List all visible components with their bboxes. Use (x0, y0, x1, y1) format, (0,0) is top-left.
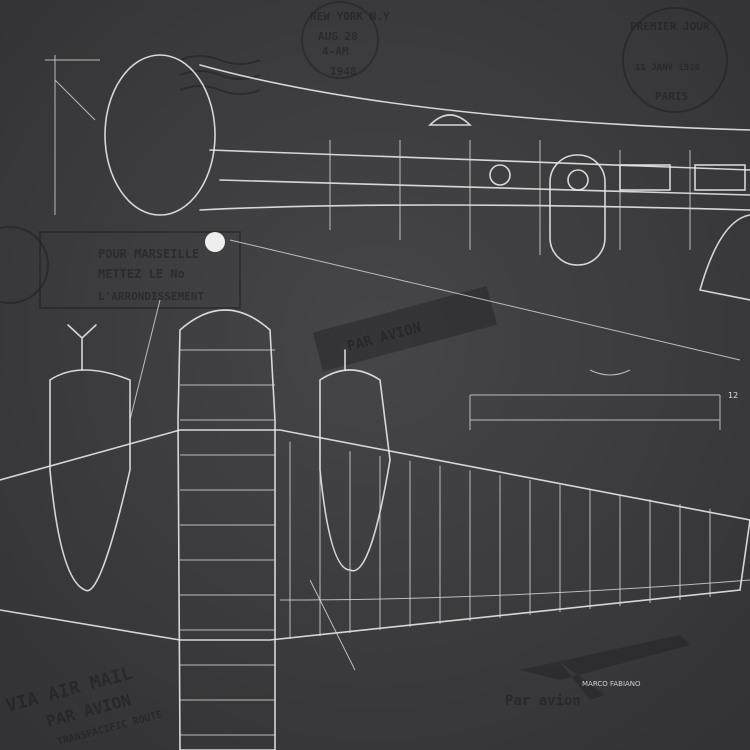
svg-text:PARIS: PARIS (655, 90, 688, 103)
svg-text:L'ARRONDISSEMENT: L'ARRONDISSEMENT (98, 290, 204, 303)
svg-text:Par avion: Par avion (505, 693, 581, 709)
svg-text:METTEZ LE No: METTEZ LE No (98, 267, 185, 281)
svg-text:1948: 1948 (330, 65, 357, 78)
artist-signature: MARCO FABIANO (582, 680, 641, 688)
svg-text:POUR MARSEILLE: POUR MARSEILLE (98, 247, 199, 261)
svg-text:4-AM: 4-AM (322, 45, 349, 58)
svg-text:11 JANV 1938: 11 JANV 1938 (635, 63, 700, 73)
svg-text:AUG 28: AUG 28 (318, 30, 358, 43)
svg-text:NEW YORK N.Y: NEW YORK N.Y (310, 10, 390, 23)
top-view-airplane (0, 299, 750, 750)
side-view-fuselage (45, 54, 750, 361)
svg-text:PREMIER JOUR: PREMIER JOUR (630, 20, 710, 33)
postmark-new-york: NEW YORK N.Y AUG 28 4-AM 1948 (179, 1, 390, 95)
svg-text:12: 12 (728, 391, 738, 400)
mail-instruction-stamp: POUR MARSEILLE METTEZ LE No L'ARRONDISSE… (0, 226, 241, 309)
postmark-paris: PREMIER JOUR 11 JANV 1938 PARIS (622, 7, 728, 113)
airmail-plane-stamp: Par avion (505, 635, 690, 709)
dimension-detail: 12 (469, 369, 738, 430)
